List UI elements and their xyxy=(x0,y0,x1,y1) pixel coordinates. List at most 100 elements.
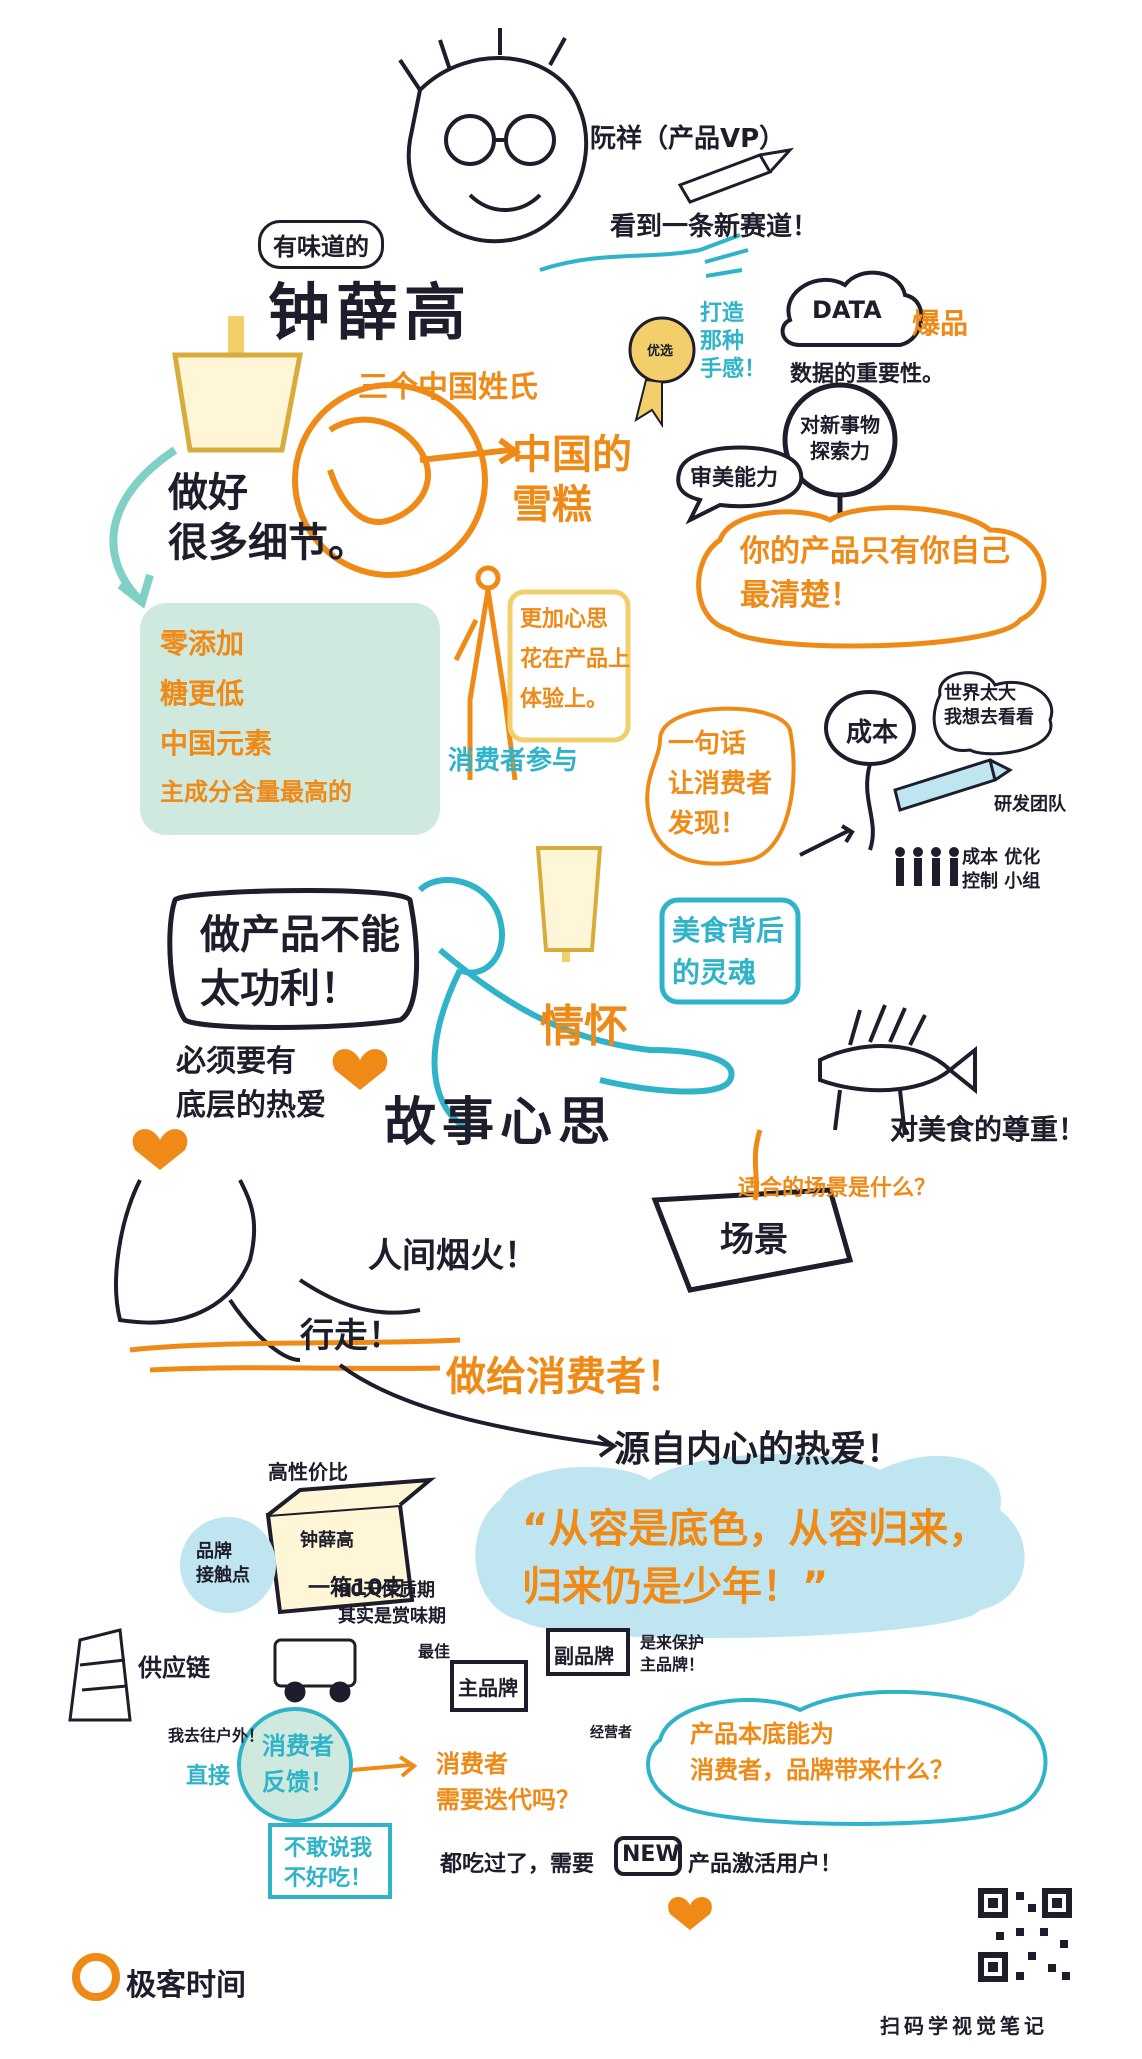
supply-building xyxy=(68,1628,132,1722)
portrait-sketch xyxy=(398,28,589,244)
salesman: 经营者 xyxy=(590,1725,632,1741)
feelings: 情怀 xyxy=(540,1001,628,1052)
supply-chain: 供应链 xyxy=(138,1654,210,1682)
respect-food: 对美食的尊重！ xyxy=(890,1113,1087,1146)
details-title: 做好 很多细节。 xyxy=(168,470,368,566)
aesthetic-bubble xyxy=(676,445,804,525)
data-importance: 数据的重要性。 xyxy=(790,362,945,387)
heart-icon xyxy=(332,1049,388,1090)
among-people: 人间烟火！ xyxy=(368,1236,538,1276)
medal-icon xyxy=(628,316,696,429)
protect-main: 是来保护 主品牌！ xyxy=(640,1633,705,1674)
not-utilitarian-bubble xyxy=(167,888,420,1030)
for-consumers: 做给消费者！ xyxy=(446,1354,686,1400)
walk: 行走！ xyxy=(300,1316,402,1356)
bring-value: 产品本底能为 消费者，品牌带来什么？ xyxy=(690,1720,954,1784)
new-badge xyxy=(614,1836,682,1876)
qr-caption: 扫码学视觉笔记 xyxy=(880,2014,1048,2038)
curve-arrow-left xyxy=(109,446,178,609)
box-size: 一箱10支 xyxy=(308,1576,405,1601)
flow-arrow xyxy=(338,1363,618,1458)
feedback-circle xyxy=(237,1707,353,1823)
person-tag: 阮祥（产品VP） xyxy=(590,124,786,154)
new-product: 产品激活用户！ xyxy=(688,1852,843,1877)
truck-sketch xyxy=(273,1638,357,1703)
rocket-sketch xyxy=(893,758,1013,812)
slogan: 看到一条新赛道！ xyxy=(610,212,819,242)
sub-brand-box xyxy=(546,1628,630,1676)
aesthetic-ability: 审美能力 xyxy=(690,466,779,491)
eaten-already: 都吃过了，需要 xyxy=(440,1852,595,1877)
scene-box xyxy=(651,1129,854,1293)
detail-item: 糖更低 xyxy=(160,677,245,710)
geek-logo-icon xyxy=(72,1953,120,2001)
detail-item: 主成分含量最高的 xyxy=(160,778,352,806)
premium: 高性价比 xyxy=(268,1460,348,1484)
product-box xyxy=(265,1477,437,1615)
detail-item: 中国元素 xyxy=(160,727,273,760)
interesting-tag: 有味道的 xyxy=(258,220,384,269)
not-tasty-box xyxy=(268,1823,392,1899)
crafting: 打造 那种 手感！ xyxy=(700,301,767,382)
heart-icon xyxy=(132,1129,188,1170)
big-quote: “从容是底色，从容归来， 归来仍是少年！” xyxy=(522,1506,989,1610)
soul: 美食背后 的灵魂 xyxy=(672,914,785,989)
hit-product: 爆品 xyxy=(912,307,969,340)
need-iteration: 消费者 需要迭代吗？ xyxy=(436,1750,580,1814)
chef-sketch xyxy=(417,877,735,1133)
globe-sketch xyxy=(292,382,522,578)
data-label: DATA xyxy=(812,296,882,324)
feedback-arrow xyxy=(351,1755,418,1778)
qr-code xyxy=(978,1888,1072,1982)
cost-balloon xyxy=(799,690,916,857)
best-label: 最佳 xyxy=(418,1642,451,1661)
go-outside: 我去往户外！ xyxy=(168,1726,265,1745)
more-mind: 更加心思 花在产品上 体验上。 xyxy=(520,607,631,712)
explore-ability: 对新事物 探索力 xyxy=(800,413,880,463)
mind-frame xyxy=(507,589,631,743)
data-cloud xyxy=(780,270,924,347)
need-love: 必须要有 底层的热爱 xyxy=(176,1044,326,1123)
new-label: NEW xyxy=(622,1842,680,1867)
story-mind: 故事心思 xyxy=(384,1093,617,1153)
soul-frame xyxy=(659,897,801,1005)
consumer-participate: 消费者参与 xyxy=(448,746,579,776)
ground-strokes xyxy=(129,1337,461,1373)
direct: 直接 xyxy=(186,1764,231,1789)
sentence-cloud xyxy=(645,706,796,866)
figure-sketch xyxy=(453,565,518,781)
pencil-sketch xyxy=(677,147,795,204)
not-utilitarian: 做产品不能 太功利！ xyxy=(200,912,400,1012)
brand-touchpoint: 品牌 接触点 xyxy=(196,1541,250,1586)
shelf-life: 90天保质期 其实是赏味期 xyxy=(338,1580,446,1627)
popsicle-icon-top xyxy=(172,316,304,453)
hand-sketch xyxy=(539,233,749,278)
details-box xyxy=(140,603,440,835)
detail-item: 零添加 xyxy=(160,627,245,660)
quote-cloud xyxy=(475,1453,1025,1639)
fish-sketch xyxy=(818,1004,977,1136)
cost-label: 成本 xyxy=(846,718,899,748)
world-big: 世界太大 我想去看看 xyxy=(944,683,1034,728)
consumer-feedback: 消费者 反馈！ xyxy=(262,1732,334,1796)
brand-point-blob xyxy=(180,1517,276,1613)
scene: 场景 xyxy=(720,1220,788,1260)
from-heart: 源自内心的热爱！ xyxy=(614,1429,903,1470)
chinese-surname: 三个中国姓氏 xyxy=(358,370,538,405)
not-tasty: 不敢说我 不好吃！ xyxy=(284,1836,373,1891)
main-brand: 主品牌 xyxy=(458,1676,518,1700)
main-brand-box xyxy=(450,1660,528,1712)
cost-optimization: 成本 优化 控制 小组 xyxy=(962,847,1041,892)
team-sketch xyxy=(895,847,959,886)
rd-team: 研发团队 xyxy=(994,794,1066,815)
geek-time-logo-text: 极客时间 xyxy=(126,1968,246,2003)
heart-icon xyxy=(668,1897,712,1930)
know-best-cloud xyxy=(696,505,1047,649)
box-brand: 钟薛高 xyxy=(300,1530,354,1551)
chinese-snowcake: 中国的 雪糕 xyxy=(512,432,632,528)
brand-name: 钟薛高 xyxy=(268,276,473,349)
sub-brand: 副品牌 xyxy=(554,1644,614,1668)
one-sentence: 一句话 让消费者 发现！ xyxy=(668,729,773,839)
bring-cloud xyxy=(646,1689,1048,1826)
